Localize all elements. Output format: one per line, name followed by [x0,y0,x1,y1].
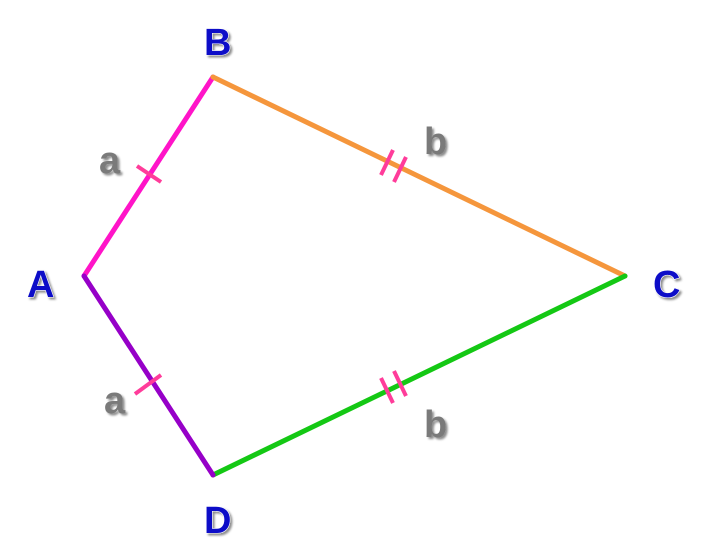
vertex-label-d: D [204,500,231,542]
side-cd [210,273,628,478]
vertex-label-a: A [27,264,54,306]
side-label-bc: b [424,121,447,163]
tick-bc-2 [392,156,408,183]
tick-ab [135,164,163,184]
side-ab [81,74,216,279]
tick-dc-2 [392,370,408,397]
side-da [81,273,216,478]
side-label-ad: a [104,380,126,422]
side-label-dc: b [424,404,447,446]
vertex-label-c: C [653,264,680,306]
side-bc [210,74,628,279]
tick-ad [133,373,163,396]
tick-bc-1 [379,149,395,176]
vertex-label-b: B [204,22,231,64]
tick-dc-1 [379,377,395,404]
side-label-ab: a [99,140,121,182]
